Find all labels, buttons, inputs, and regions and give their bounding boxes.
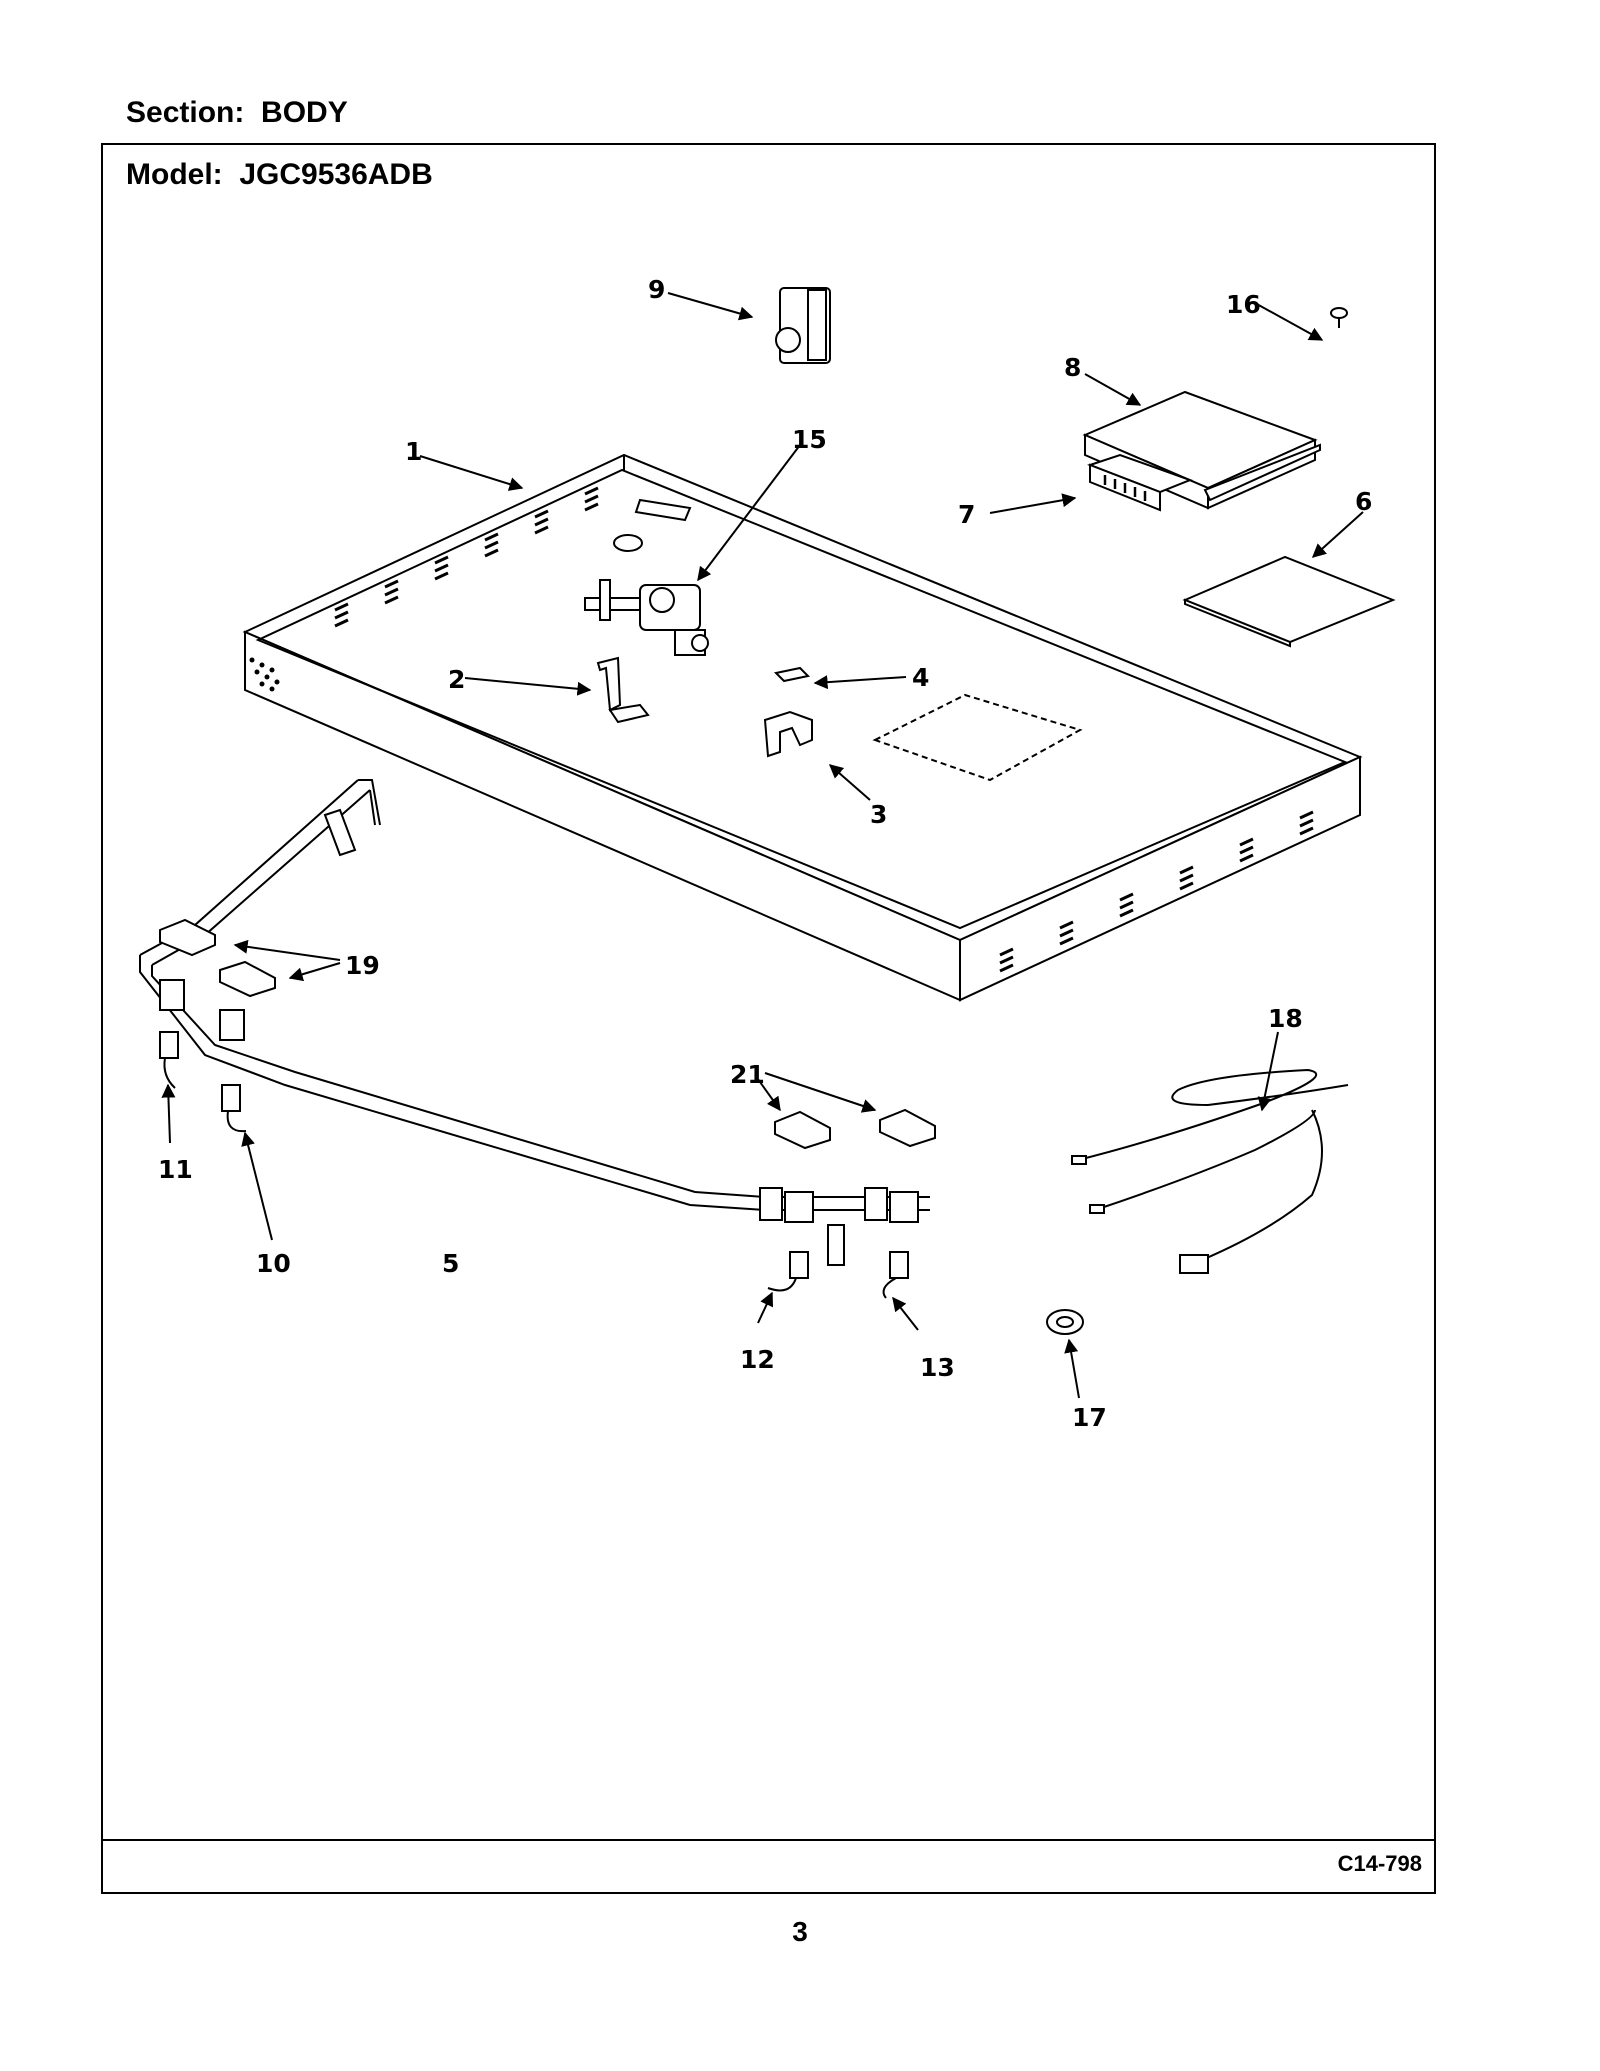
model-value: JGC9536ADB [239, 158, 433, 191]
callout-13: 13 [920, 1353, 955, 1382]
grommet-17 [1046, 1309, 1084, 1335]
callout-9: 9 [648, 275, 665, 304]
diagram-frame [101, 143, 1436, 1894]
model-label: Model: [126, 158, 223, 191]
leader-lines [161, 292, 1364, 1399]
clips-21 [774, 1108, 936, 1150]
callout-19: 19 [345, 951, 380, 980]
power-cord-18 [1071, 1068, 1349, 1274]
section-value: BODY [261, 96, 348, 129]
callout-16: 16 [1226, 290, 1261, 319]
callout-numbers: 1 2 3 4 5 6 7 8 9 10 11 12 13 15 16 17 1… [158, 275, 1372, 1432]
callout-2: 2 [448, 665, 465, 694]
body-tray [242, 453, 1363, 1002]
callout-6: 6 [1355, 487, 1372, 516]
callout-21: 21 [730, 1060, 765, 1089]
callout-4: 4 [912, 663, 929, 692]
clips-19 [159, 918, 276, 998]
callout-15: 15 [792, 425, 827, 454]
footer-divider [101, 1839, 1436, 1841]
callout-8: 8 [1064, 353, 1081, 382]
insulation-pad-6 [1182, 555, 1396, 648]
bracket-3 [763, 710, 813, 758]
callout-1: 1 [405, 437, 422, 466]
section-title: Section: BODY [126, 96, 348, 130]
callout-5: 5 [442, 1249, 459, 1278]
orifices [159, 1031, 909, 1299]
pad-4 [773, 666, 811, 683]
manifold-valves [159, 979, 919, 1266]
callout-10: 10 [256, 1249, 291, 1278]
model-title: Model: JGC9536ADB [126, 158, 433, 192]
valve-9 [775, 287, 831, 364]
screw-16 [1330, 307, 1348, 328]
callout-12: 12 [740, 1345, 775, 1374]
callout-11: 11 [158, 1155, 193, 1184]
callout-3: 3 [870, 800, 887, 829]
bracket-2 [596, 656, 650, 724]
regulator-assembly [584, 579, 709, 656]
page-number: 3 [792, 1916, 808, 1947]
callout-7: 7 [958, 500, 975, 529]
drawing-code: C14-798 [1337, 1851, 1422, 1876]
callout-17: 17 [1072, 1403, 1107, 1432]
board-7 [1087, 453, 1193, 512]
callout-18: 18 [1268, 1004, 1303, 1033]
section-label: Section: [126, 96, 245, 129]
